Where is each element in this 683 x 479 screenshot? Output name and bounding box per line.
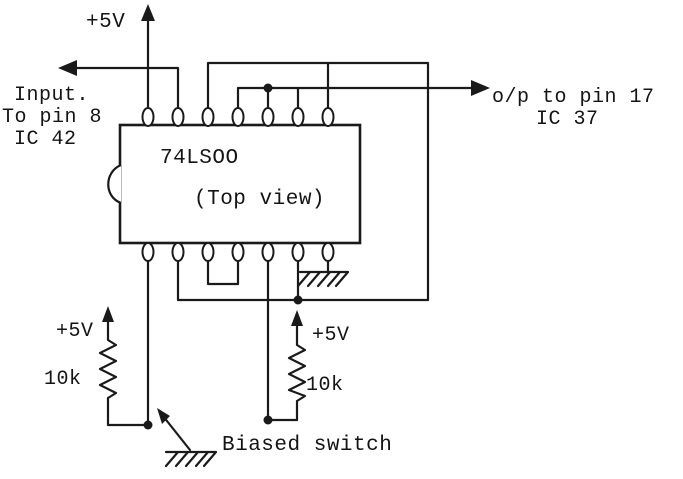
resistor-right (266, 310, 307, 422)
ic-pin-top-1 (141, 107, 155, 127)
vcc-top-arrowhead-icon (141, 4, 155, 21)
output-label-line1: o/p to pin 17 (492, 86, 655, 109)
biased-switch-label: Biased switch (222, 434, 392, 457)
resistor-left (98, 306, 150, 427)
ic-pin-bottom-4 (231, 242, 245, 262)
ic-pin-bottom-1 (141, 242, 155, 262)
ic-pins (141, 107, 335, 262)
ic-pin-top-5 (261, 107, 275, 127)
ic-notch-icon (107, 163, 122, 205)
vcc-left-arrowhead-icon (102, 306, 114, 322)
ic-pin-bottom-5 (261, 242, 275, 262)
wires (64, 10, 478, 427)
junction-dots (143, 83, 303, 430)
resistor-left-zigzag (98, 314, 150, 427)
input-arrowhead-icon (58, 60, 77, 76)
ic-pin-bottom-7 (321, 242, 335, 262)
input-wire (64, 66, 180, 110)
input-label-line2: To pin 8 (2, 106, 102, 129)
ic-pin-top-2 (171, 107, 185, 127)
labels: +5V Input. To pin 8 IC 42 o/p to pin 17 … (2, 11, 655, 457)
ic-pin-bottom-3 (201, 242, 215, 262)
junction-dot (143, 420, 153, 430)
junction-dot (263, 83, 273, 93)
ic-pin-top-7 (321, 107, 335, 127)
vcc-right-label: +5V (312, 324, 350, 347)
ic-pin-top-4 (231, 107, 245, 127)
feedback-loop-wire (176, 61, 430, 302)
resistor-right-zigzag (266, 318, 307, 422)
vcc-left-label: +5V (56, 320, 94, 343)
junction-dot (263, 415, 273, 425)
resistor-right-value-label: 10k (306, 374, 344, 397)
ic-ground-icon (296, 270, 350, 288)
ic-pin-bottom-6 (291, 242, 305, 262)
biased-switch (157, 408, 218, 468)
ic-package (107, 123, 362, 245)
output-arrowhead-icon (471, 80, 490, 96)
terminal-arrows (58, 4, 490, 96)
switch-lever-arrowhead-icon (157, 408, 170, 424)
junction-dot (293, 295, 303, 305)
ic-body (118, 123, 362, 245)
bottom-jumper-wire (206, 259, 240, 286)
ic-part-number-label: 74LSOO (160, 147, 239, 170)
ic-pin-bottom-2 (171, 242, 185, 262)
vcc-top-label: +5V (86, 11, 125, 34)
input-label-line3: IC 42 (14, 128, 77, 151)
output-bus-wire (236, 86, 478, 110)
ic-view-label: (Top view) (194, 188, 325, 211)
ic-pin-top-3 (201, 107, 215, 127)
vcc-right-arrowhead-icon (291, 310, 303, 326)
input-label-line1: Input. (14, 84, 89, 107)
resistor-left-value-label: 10k (44, 368, 82, 391)
ic-pin-top-6 (291, 107, 305, 127)
switch-lever (161, 414, 192, 452)
switch-ground-icon (164, 450, 218, 468)
output-label-line2: IC 37 (536, 108, 599, 131)
